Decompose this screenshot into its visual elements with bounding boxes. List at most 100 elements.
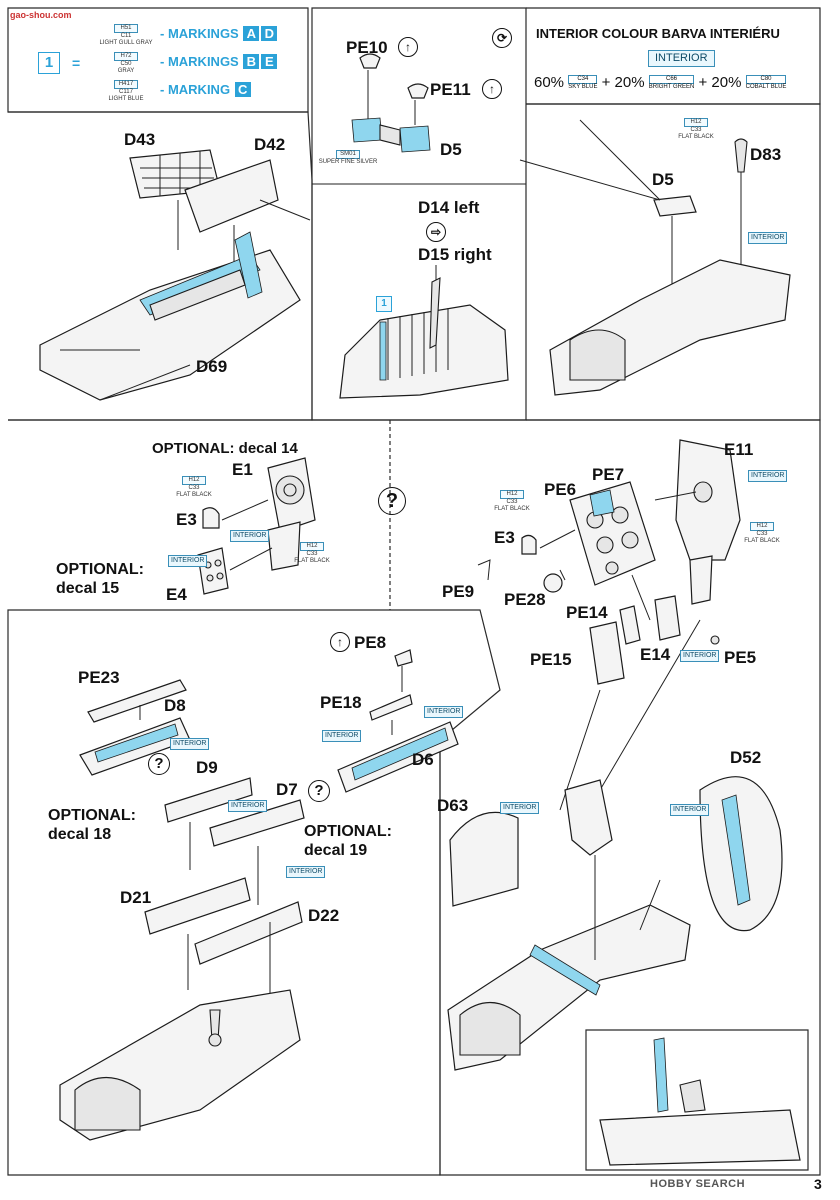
- label-d15-right: D15 right: [418, 245, 492, 264]
- mix-pct: 60%: [534, 74, 565, 91]
- interior-tag: INTERIOR: [748, 232, 788, 244]
- label-d83: D83: [750, 145, 782, 164]
- interior-tag: INTERIOR: [228, 800, 268, 812]
- label-d63: D63: [437, 796, 469, 815]
- label-d9: D9: [196, 758, 218, 777]
- label-pe14: PE14: [566, 603, 608, 622]
- label-optional-decal19: OPTIONAL: decal 19: [304, 822, 392, 860]
- part-d69-cockpit-tub: [39, 231, 301, 401]
- label-pe23: PE23: [78, 668, 120, 687]
- paint-chip-gray: H72 C50 GRAY: [96, 52, 156, 75]
- paint-code: H12: [750, 522, 774, 531]
- watermark-top-left: gao-shou.com: [10, 10, 72, 20]
- marking-letter: B: [243, 54, 260, 69]
- markings-row-c: - MARKING C: [160, 82, 252, 97]
- paint-code: H12: [684, 118, 708, 127]
- part-e11-pe-instrument-panel: [477, 439, 741, 811]
- label-optional-decal15: OPTIONAL: decal 15: [56, 560, 144, 598]
- label-pe8: PE8: [354, 633, 387, 652]
- paint-name: FLAT BLACK: [294, 558, 330, 564]
- paint-chip-light-gull-gray: H51 C11 LIGHT GULL GRAY: [96, 24, 156, 47]
- paint-sub-code: C33: [306, 551, 318, 557]
- interior-tag: INTERIOR: [286, 866, 326, 878]
- part-d42-coaming: [184, 159, 279, 233]
- label-e3-right: E3: [494, 528, 515, 547]
- label-pe18: PE18: [320, 693, 362, 712]
- legend-step-number: 1: [38, 52, 60, 74]
- part-side-consoles-left: [59, 649, 459, 1141]
- optional-line: OPTIONAL:: [48, 807, 136, 824]
- label-d5-top: D5: [440, 140, 462, 159]
- label-d8: D8: [164, 696, 186, 715]
- flip-arrow-icon: ↑: [482, 79, 502, 99]
- label-d5-right: D5: [652, 170, 674, 189]
- part-pe10-pe11-d5: [351, 53, 431, 153]
- label-pe11: PE11: [430, 80, 471, 99]
- paint-name: FLAT BLACK: [678, 134, 714, 140]
- mix-name: SKY BLUE: [568, 84, 598, 91]
- label-d22: D22: [308, 906, 340, 925]
- interior-tag: INTERIOR: [230, 530, 270, 542]
- optional-line: decal 15: [56, 580, 120, 597]
- label-d69: D69: [196, 357, 228, 376]
- interior-tag: INTERIOR: [680, 650, 720, 662]
- legend-equals: =: [72, 55, 81, 71]
- paint-chip-flat-black: H12 C33 FLAT BLACK: [666, 118, 726, 141]
- paint-sub-code: C11: [120, 33, 132, 39]
- label-pe10: PE10: [346, 38, 388, 57]
- interior-tag: INTERIOR: [322, 730, 362, 742]
- paint-chip-flat-black: H12 C33 FLAT BLACK: [164, 476, 224, 499]
- marking-letter: E: [261, 54, 278, 69]
- label-e1: E1: [232, 460, 253, 479]
- label-pe7: PE7: [592, 465, 625, 484]
- label-e14: E14: [640, 645, 671, 664]
- paint-sub-code: C33: [506, 499, 518, 505]
- paint-name: SUPER FINE SILVER: [318, 159, 378, 165]
- label-d43: D43: [124, 130, 156, 149]
- paint-sub-code: C50: [120, 61, 132, 67]
- question-icon: ?: [378, 487, 406, 515]
- mix-pct: + 20%: [698, 74, 742, 91]
- paint-sub-code: C33: [690, 127, 702, 133]
- mix-pct: + 20%: [601, 74, 645, 91]
- mix-code: C66: [648, 75, 695, 85]
- markings-label: MARKINGS: [167, 26, 239, 41]
- optional-line: OPTIONAL:: [304, 823, 392, 840]
- paint-code: H51: [114, 24, 138, 33]
- paint-code: H12: [182, 476, 206, 485]
- interior-tag: INTERIOR: [500, 802, 540, 814]
- rotate-icon: ⟳: [492, 28, 512, 48]
- markings-label: MARKING: [167, 82, 231, 97]
- paint-code: H72: [114, 52, 138, 61]
- interior-tag: INTERIOR: [748, 470, 788, 482]
- interior-mix-row: 60% C34 SKY BLUE + 20% C66 BRIGHT GREEN …: [534, 74, 787, 91]
- question-icon: ?: [308, 780, 330, 802]
- paint-chip-flat-black: H12 C33 FLAT BLACK: [282, 542, 342, 565]
- paint-name: LIGHT GULL GRAY: [99, 40, 153, 46]
- paint-chip-flat-black: H12 C33 FLAT BLACK: [732, 522, 792, 545]
- paint-chip-flat-black: H12 C33 FLAT BLACK: [482, 490, 542, 513]
- optional-line: decal 19: [304, 842, 368, 859]
- optional-line: decal 18: [48, 826, 112, 843]
- marking-letter: C: [234, 82, 251, 97]
- page-number: 3: [814, 1176, 822, 1192]
- inset-detail: [599, 1037, 801, 1166]
- paint-chip-super-fine-silver: SM01 SUPER FINE SILVER: [318, 150, 378, 166]
- label-optional-decal18: OPTIONAL: decal 18: [48, 806, 136, 844]
- mix-code: C34: [568, 75, 598, 85]
- interior-tag: INTERIOR: [168, 555, 208, 567]
- paint-name: LIGHT BLUE: [108, 96, 144, 102]
- flip-arrow-icon: ↑: [398, 37, 418, 57]
- paint-sub-code: C33: [756, 531, 768, 537]
- paint-code: H12: [500, 490, 524, 499]
- part-e1-e3-e4-instrument-panel: [197, 457, 316, 595]
- label-pe9: PE9: [442, 582, 475, 601]
- label-d52: D52: [730, 748, 762, 767]
- paint-code: H12: [300, 542, 324, 551]
- interior-colour-title: INTERIOR COLOUR BARVA INTERIÉRU: [536, 26, 780, 41]
- markings-label: MARKINGS: [167, 54, 239, 69]
- mix-code: C80: [745, 75, 787, 85]
- paint-code: H417: [114, 80, 138, 89]
